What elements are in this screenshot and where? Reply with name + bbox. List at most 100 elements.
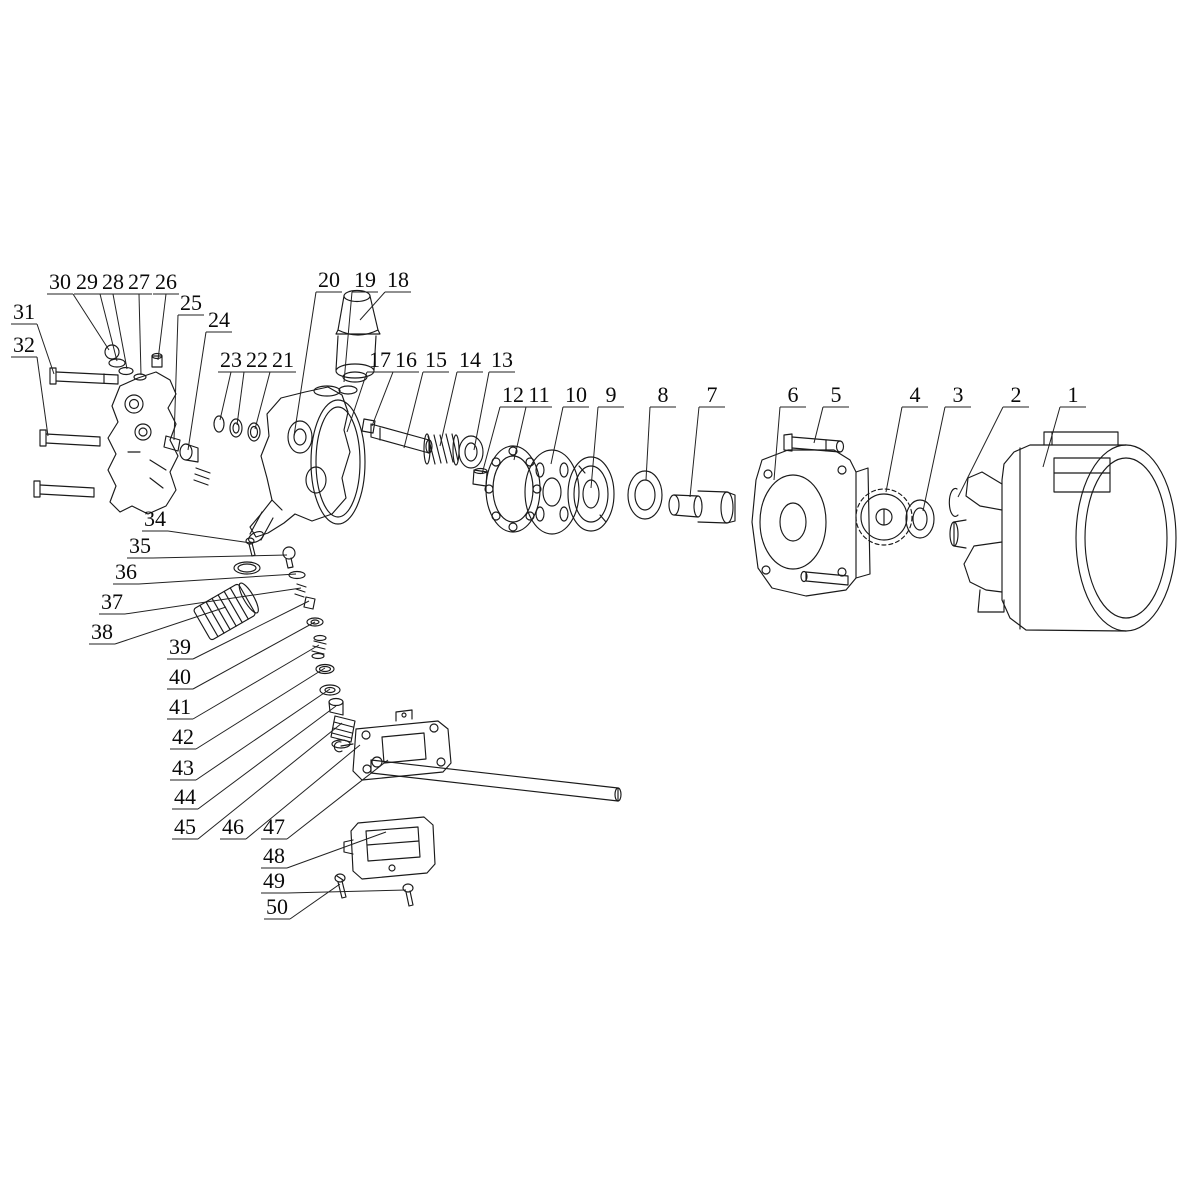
part-number-11: 11 [528, 382, 549, 407]
part-50-screw [334, 873, 347, 899]
part-number-25: 25 [180, 290, 202, 315]
part-labels-layer: 1234567891011121314151617181920212223242… [11, 267, 1086, 920]
leader-line-35 [152, 554, 288, 559]
part-number-36: 36 [115, 559, 137, 584]
leader-line-24 [187, 331, 207, 451]
part-number-44: 44 [174, 784, 196, 809]
part-number-39: 39 [169, 634, 191, 659]
part-number-42: 42 [172, 724, 194, 749]
part-number-3: 3 [953, 382, 964, 407]
part-number-46: 46 [222, 814, 244, 839]
part-number-49: 49 [263, 868, 285, 893]
part-number-7: 7 [707, 382, 718, 407]
part-16-pin [361, 418, 376, 434]
part-number-41: 41 [169, 694, 191, 719]
part-manifold-head [107, 371, 179, 515]
part-37-spring-small [294, 583, 307, 598]
exploded-drawing [33, 289, 1177, 907]
leader-line-14 [439, 371, 458, 447]
part-number-18: 18 [387, 267, 409, 292]
part-number-2: 2 [1011, 382, 1022, 407]
part-number-23: 23 [220, 347, 242, 372]
part-41-spring [311, 634, 327, 660]
part-12-key [472, 467, 488, 487]
part-number-1: 1 [1068, 382, 1079, 407]
part-7-plunger [668, 490, 736, 524]
leader-line-27 [138, 293, 142, 376]
leader-line-12 [481, 406, 501, 475]
part-45-fitting [330, 715, 356, 749]
leader-line-25 [173, 314, 179, 441]
part-42-oring [315, 663, 335, 675]
part-number-17: 17 [369, 347, 391, 372]
part-9-bearing [567, 456, 615, 532]
leader-line-22 [236, 371, 245, 426]
part-21-22-23-washers [213, 415, 261, 442]
part-46-47-regulator-bracket [333, 709, 622, 802]
leader-line-28 [112, 293, 128, 370]
leader-line-47 [286, 759, 389, 840]
leader-line-17 [346, 371, 368, 433]
part-number-8: 8 [658, 382, 669, 407]
part-number-31: 31 [13, 299, 35, 324]
leader-line-10 [550, 406, 564, 465]
leader-line-31 [36, 323, 55, 375]
leader-line-26 [157, 293, 167, 361]
part-number-4: 4 [910, 382, 921, 407]
part-number-5: 5 [831, 382, 842, 407]
part-20-pump-head [248, 385, 351, 544]
leader-line-41 [192, 644, 320, 720]
part-15-shaft [370, 423, 433, 454]
part-49-screw [402, 883, 414, 907]
leader-line-20 [293, 291, 317, 437]
leader-line-37 [124, 587, 302, 615]
part-number-47: 47 [263, 814, 285, 839]
part-number-28: 28 [102, 269, 124, 294]
part-number-50: 50 [266, 894, 288, 919]
leader-line-39 [192, 600, 310, 660]
leader-line-18 [359, 291, 386, 321]
part-3-bearing [905, 499, 935, 539]
leader-line-11 [513, 406, 527, 461]
part-number-26: 26 [155, 269, 177, 294]
part-17-oring-large [310, 399, 366, 525]
part-number-32: 32 [13, 332, 35, 357]
part-number-9: 9 [606, 382, 617, 407]
leader-line-5 [813, 406, 824, 444]
part-24-25-fittings [163, 435, 211, 486]
part-4-gear [855, 488, 913, 546]
leader-line-45 [197, 722, 343, 840]
part-number-10: 10 [565, 382, 587, 407]
part-18-knob [335, 289, 381, 336]
part-number-19: 19 [354, 267, 376, 292]
part-6-pump-housing [751, 449, 871, 597]
leader-line-46 [245, 744, 361, 840]
part-10-wobble-plate [524, 449, 580, 535]
part-number-13: 13 [491, 347, 513, 372]
part-number-27: 27 [128, 269, 150, 294]
leader-line-4 [885, 406, 903, 493]
leader-line-15 [403, 371, 424, 449]
part-8-seal [627, 470, 663, 520]
part-number-34: 34 [144, 506, 166, 531]
leader-line-16 [371, 371, 394, 427]
part-43-washer [319, 684, 341, 696]
part-number-22: 22 [246, 347, 268, 372]
part-number-35: 35 [129, 533, 151, 558]
part-number-14: 14 [459, 347, 481, 372]
leader-line-19 [343, 291, 353, 383]
leader-line-36 [138, 573, 297, 585]
leader-line-29 [99, 293, 118, 362]
leader-line-49 [286, 889, 407, 894]
leader-line-44 [197, 705, 337, 810]
part-number-29: 29 [76, 269, 98, 294]
part-number-38: 38 [91, 619, 113, 644]
part-40-washer [306, 617, 324, 627]
leader-line-1 [1042, 406, 1061, 468]
part-oring-a [233, 561, 261, 575]
leader-line-7 [689, 406, 700, 498]
part-11-ball-bearing [484, 445, 542, 533]
leader-line-23 [219, 371, 232, 421]
